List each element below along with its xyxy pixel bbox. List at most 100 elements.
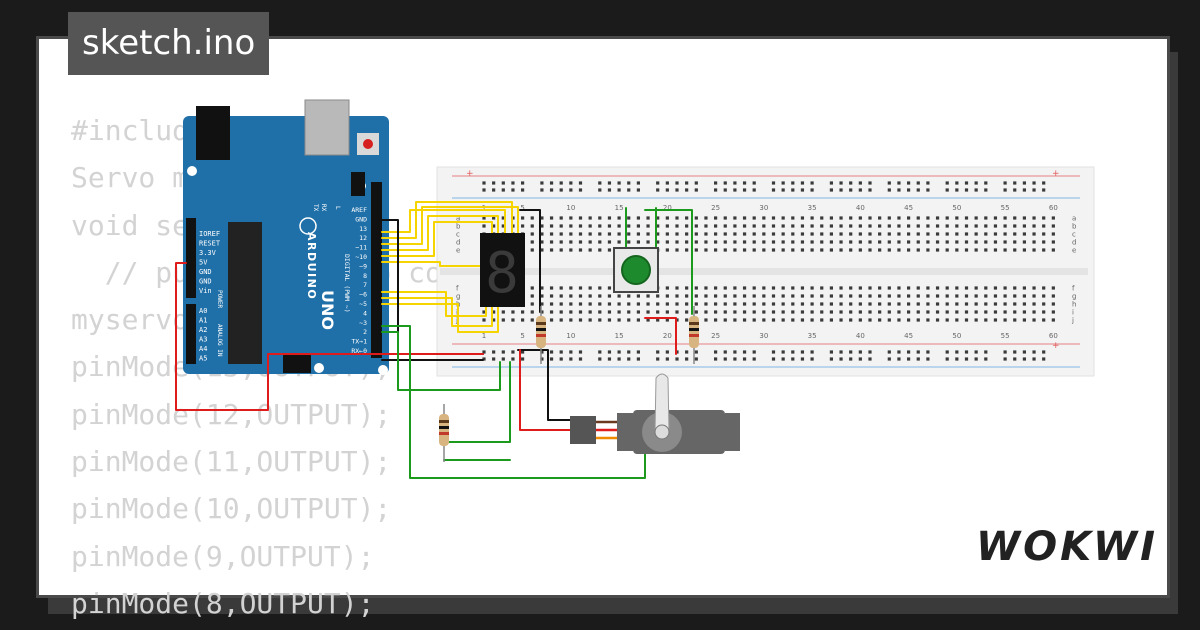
wire-yellow xyxy=(381,261,481,267)
push-button[interactable] xyxy=(613,247,659,293)
column-number: 5 xyxy=(520,204,524,212)
column-number: 45 xyxy=(904,204,913,212)
analog-pin-label: A0 xyxy=(199,307,207,315)
row-label: b xyxy=(1072,223,1077,231)
column-number: 5 xyxy=(520,332,524,340)
wire-yellow xyxy=(381,291,487,317)
resistors xyxy=(439,306,699,462)
rail-plus-label-right: + xyxy=(1052,169,1060,179)
power-pin-label: Vin xyxy=(199,287,212,295)
power-pin-label: IOREF xyxy=(199,230,220,238)
servo-motor[interactable] xyxy=(570,373,740,454)
power-pin-label: GND xyxy=(199,268,212,276)
digital-pin-label: RX←0 xyxy=(351,347,367,355)
column-number: 60 xyxy=(1049,204,1058,212)
wire-yellow xyxy=(381,209,506,241)
column-number: 50 xyxy=(952,332,961,340)
row-label: d xyxy=(1072,239,1076,247)
sketch-title[interactable]: sketch.ino xyxy=(68,12,270,75)
digital-pin-label: GND xyxy=(355,215,367,223)
column-number: 60 xyxy=(1049,332,1058,340)
row-label: e xyxy=(456,247,460,255)
wire-yellow xyxy=(381,221,493,257)
wokwi-logo[interactable]: WOKWI xyxy=(976,524,1159,570)
digital-pin-label: ~3 xyxy=(359,319,367,327)
row-label: b xyxy=(456,223,461,231)
column-number: 45 xyxy=(904,332,913,340)
digital-pin-label: 12 xyxy=(359,234,367,242)
led-label-tx: TX xyxy=(312,204,319,212)
digital-pin-label: TX→1 xyxy=(351,338,367,346)
row-label: j xyxy=(455,317,458,325)
column-number: 40 xyxy=(856,332,865,340)
column-number: 50 xyxy=(952,204,961,212)
resistor xyxy=(439,404,449,462)
servo-shaft-icon xyxy=(654,424,670,440)
digital-pin-label: 7 xyxy=(363,281,367,289)
column-number: 55 xyxy=(1001,204,1010,212)
analog-section-label: ANALOG IN xyxy=(216,324,223,357)
mount-hole xyxy=(378,365,388,375)
resistor xyxy=(689,306,699,364)
wire-red xyxy=(519,349,571,431)
analog-header xyxy=(186,304,196,364)
led-label-rx: RX xyxy=(320,204,327,212)
row-label: a xyxy=(1072,215,1076,223)
power-pin-label: 5V xyxy=(199,259,208,267)
row-label: f xyxy=(456,285,459,293)
row-label: c xyxy=(456,231,460,239)
wires xyxy=(175,201,693,479)
column-number: 25 xyxy=(711,204,720,212)
seven-segment-display[interactable]: 8 xyxy=(480,233,525,307)
power-section-label: POWER xyxy=(216,290,223,308)
digital-pin-label: ~6 xyxy=(359,291,367,299)
analog-pin-label: A3 xyxy=(199,336,207,344)
arduino-brand-label: ARDUINO xyxy=(305,232,318,300)
column-number: 20 xyxy=(663,332,672,340)
row-label: f xyxy=(1072,285,1075,293)
column-number: 30 xyxy=(759,332,768,340)
code-line: pinMode(12,OUTPUT); xyxy=(71,397,392,431)
digital-header xyxy=(371,182,382,358)
digital-pin-label: ~11 xyxy=(355,244,367,252)
atmega-chip xyxy=(228,222,262,364)
row-label: h xyxy=(1072,301,1076,309)
power-jack xyxy=(196,106,230,160)
reset-button-cap[interactable] xyxy=(363,139,373,149)
arduino-logo-icon xyxy=(299,217,317,235)
rail-plus-label: + xyxy=(466,169,474,179)
column-number: 25 xyxy=(711,332,720,340)
column-number: 1 xyxy=(482,332,486,340)
digital-pin-label: 4 xyxy=(363,309,367,317)
servo-tab-right xyxy=(725,413,740,451)
code-line: pinMode(11,OUTPUT); xyxy=(71,445,392,479)
column-number: 10 xyxy=(566,332,575,340)
power-pin-label: RESET xyxy=(199,240,221,248)
row-label: d xyxy=(456,239,460,247)
wire-green xyxy=(381,325,646,479)
wire-black xyxy=(519,209,541,313)
center-channel xyxy=(440,268,1088,275)
digital-pin-label: ~9 xyxy=(359,262,367,270)
column-number: 20 xyxy=(663,204,672,212)
wire-yellow xyxy=(381,303,499,333)
wire-red xyxy=(644,317,677,355)
code-line: pinMode(8,OUTPUT); xyxy=(71,586,375,620)
seven-segment-body[interactable] xyxy=(480,233,525,307)
digital-pin-label: AREF xyxy=(351,206,367,214)
push-button-cap[interactable] xyxy=(621,255,651,285)
column-number: 30 xyxy=(759,204,768,212)
analog-pin-label: A4 xyxy=(199,345,207,353)
column-number: 15 xyxy=(615,204,624,212)
wire-yellow xyxy=(381,297,493,327)
servo-horn[interactable] xyxy=(654,373,670,433)
digital-section-label: DIGITAL (PWM ~) xyxy=(343,254,351,313)
wire-yellow xyxy=(381,201,513,241)
wire-red xyxy=(175,262,484,411)
wire-green xyxy=(644,209,693,315)
